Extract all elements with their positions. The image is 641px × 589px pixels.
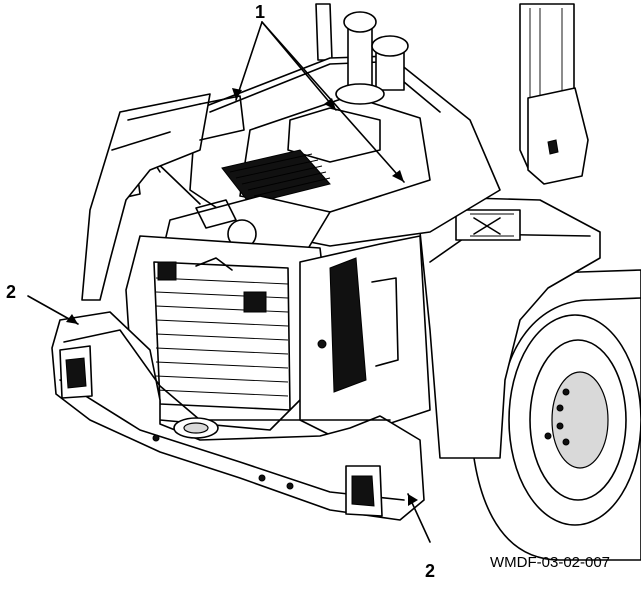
figure-id-label: WMDF-03-02-007 (490, 554, 611, 571)
callout-2-bottom: 2 (425, 561, 436, 581)
engine-side-door (299, 235, 431, 441)
callout-1: 1 (255, 2, 266, 22)
wheel (469, 269, 641, 561)
radiator-grille (125, 235, 327, 431)
lift-arm (315, 3, 589, 185)
left-fender (81, 93, 245, 301)
callout-2-left: 2 (6, 282, 17, 302)
counterweight (51, 311, 425, 521)
callout-leaders (27, 21, 431, 543)
right-fender (419, 197, 601, 459)
